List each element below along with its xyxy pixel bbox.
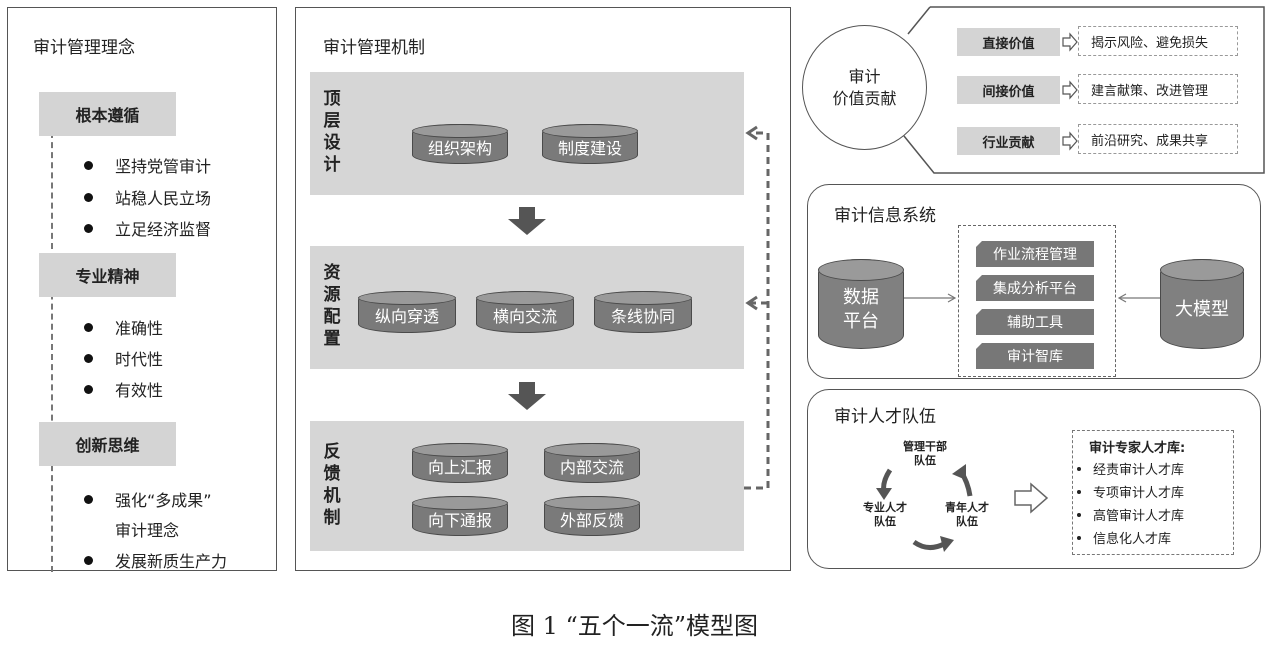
cycle-arrows-icon [876,464,973,552]
list-item: 发展新质生产力 [84,548,227,572]
hollow-arrow-icon [1062,80,1078,104]
library-item: 经责审计人才库 [1077,459,1184,478]
list-item: 坚持党管审计 [84,153,211,177]
item-cylinder: 制度建设 [542,124,638,164]
info-system-panel: 审计信息系统 数据平台 作业流程管理 集成分析平台 辅助工具 审计智库 大模型 [807,184,1261,379]
platform-dashed-box [958,225,1116,377]
list-item: 时代性 [84,346,163,370]
philosophy-title: 审计管理理念 [33,38,135,58]
value-circle-line2: 价值贡献 [832,88,897,108]
large-model-cylinder: 大模型 [1160,259,1244,349]
value-circle-line1: 审计 [848,66,881,86]
list-item: 立足经济监督 [84,216,211,240]
arrow-left-icon [1117,293,1162,303]
value-outline [903,6,1265,174]
tag-professional: 专业精神 [39,253,176,297]
cycle-node-youth: 青年人才队伍 [945,501,989,528]
tag-fundamental: 根本遵循 [39,92,176,136]
value-circle: 审计 价值贡献 [802,25,927,150]
hollow-arrow-icon [1062,131,1078,155]
item-cylinder: 向下通报 [412,496,508,536]
library-item: 高管审计人才库 [1077,505,1184,524]
arrow-right-icon [904,293,957,303]
item-cylinder: 条线协同 [594,291,692,333]
info-system-title: 审计信息系统 [834,206,936,226]
hollow-arrow-icon [1013,482,1049,518]
hollow-arrow-icon [1062,32,1078,56]
figure-caption: 图 1 “五个一流”模型图 [510,612,759,640]
cycle-node-management: 管理干部队伍 [903,440,947,467]
section-resource: 资源配置 纵向穿透 横向交流 条线协同 [310,246,744,369]
value-desc-direct: 揭示风险、避免损失 [1078,26,1238,56]
library-item: 信息化人才库 [1077,528,1171,547]
value-desc-indirect: 建言献策、改进管理 [1078,74,1238,104]
mechanism-panel: 审计管理机制 顶层设计 组织架构 制度建设 资源配置 纵向穿透 横向交流 条线协… [295,7,791,571]
value-desc-industry: 前沿研究、成果共享 [1078,124,1238,154]
item-cylinder: 内部交流 [544,443,640,483]
data-platform-cylinder: 数据平台 [818,259,904,349]
item-cylinder: 横向交流 [476,291,574,333]
system-item: 审计智库 [976,343,1094,369]
section-label: 资源配置 [323,263,341,349]
list-item: 准确性 [84,315,163,339]
philosophy-spine [51,132,53,572]
value-tag-direct: 直接价值 [957,28,1060,56]
section-label: 反馈机制 [323,442,341,528]
tag-innovation: 创新思维 [39,422,176,466]
mechanism-title: 审计管理机制 [323,38,425,58]
philosophy-panel: 审计管理理念 根本遵循 坚持党管审计 站稳人民立场 立足经济监督 专业精神 准确… [7,7,277,572]
feedback-loop-arrows [744,125,770,490]
list-item-continued: 审计理念 [115,521,180,540]
list-item: 站稳人民立场 [84,185,211,209]
talent-title: 审计人才队伍 [834,407,936,427]
system-item: 作业流程管理 [976,241,1094,267]
system-item: 集成分析平台 [976,275,1094,301]
down-arrow-icon [506,382,548,412]
library-item: 专项审计人才库 [1077,482,1184,501]
section-label: 顶层设计 [323,89,341,175]
item-cylinder: 纵向穿透 [358,291,456,333]
section-feedback: 反馈机制 向上汇报 内部交流 向下通报 外部反馈 [310,421,744,551]
value-tag-indirect: 间接价值 [957,76,1060,104]
item-cylinder: 组织架构 [412,124,508,164]
talent-panel: 审计人才队伍 管理干部队伍 专业人才队伍 青年人才队伍 审计专家人才库: 经责审… [807,389,1261,569]
list-item: 强化“多成果” [84,487,212,511]
value-tag-industry: 行业贡献 [957,127,1060,155]
talent-library-box: 审计专家人才库: 经责审计人才库 专项审计人才库 高管审计人才库 信息化人才库 [1072,430,1234,555]
list-item: 有效性 [84,377,163,401]
library-title: 审计专家人才库: [1089,441,1186,456]
system-item: 辅助工具 [976,309,1094,335]
item-cylinder: 外部反馈 [544,496,640,536]
down-arrow-icon [506,207,548,237]
cycle-node-professional: 专业人才队伍 [863,501,907,528]
section-top-design: 顶层设计 组织架构 制度建设 [310,72,744,195]
item-cylinder: 向上汇报 [412,443,508,483]
